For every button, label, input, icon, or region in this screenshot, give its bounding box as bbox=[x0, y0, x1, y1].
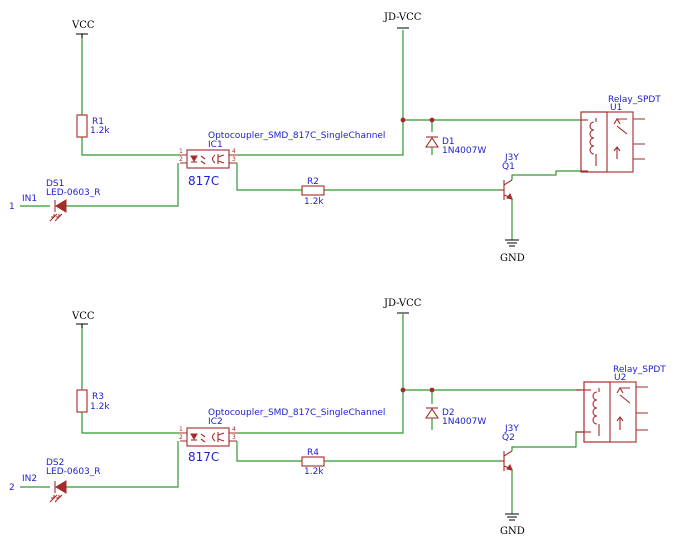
transistor-ref: Q2 bbox=[502, 433, 515, 443]
opto-pin-4: 4 bbox=[232, 426, 236, 433]
gnd-symbol: GND bbox=[500, 513, 525, 537]
port-label: IN2 bbox=[22, 474, 37, 484]
diode-d1: D1 1N4007W bbox=[424, 136, 486, 156]
resistor-r3: R3 1.2k bbox=[76, 389, 110, 413]
junction-dot bbox=[429, 387, 435, 393]
opto-pin-1: 1 bbox=[179, 148, 183, 155]
transistor-q2: J3Y Q2 bbox=[500, 424, 519, 471]
r-base-value: 1.2k bbox=[304, 467, 324, 477]
input-port: 1 IN1 bbox=[9, 194, 37, 212]
r-base-ref: R2 bbox=[307, 177, 319, 187]
opto-name: Optocoupler_SMD_817C_SingleChannel bbox=[208, 408, 385, 418]
led-value: LED-0603_R bbox=[46, 467, 101, 477]
led-ref: DS2 bbox=[46, 458, 64, 468]
r-top-value: 1.2k bbox=[90, 126, 110, 136]
diode-ref: D1 bbox=[442, 137, 455, 147]
opto-pin-4: 4 bbox=[232, 148, 236, 155]
r-top-value: 1.2k bbox=[90, 402, 110, 412]
r-base-value: 1.2k bbox=[304, 197, 324, 207]
vcc-symbol: VCC bbox=[71, 20, 95, 38]
transistor-q1: J3Y Q1 bbox=[500, 153, 519, 200]
r-base-ref: R4 bbox=[307, 448, 319, 458]
resistor-r1: R1 1.2k bbox=[76, 114, 110, 138]
junction-dot bbox=[400, 387, 406, 393]
resistor-r4: R4 1.2k bbox=[301, 448, 325, 477]
opto-pin-3: 3 bbox=[232, 156, 236, 163]
relay-ref: U1 bbox=[610, 103, 622, 113]
jd-vcc-label: JD-VCC bbox=[383, 12, 422, 23]
port-label: IN1 bbox=[22, 194, 37, 204]
opto-pin-2: 2 bbox=[179, 434, 183, 441]
port-number: 1 bbox=[9, 202, 15, 212]
jd-vcc-symbol: JD-VCC bbox=[383, 12, 422, 29]
gnd-label: GND bbox=[500, 526, 525, 537]
port-number: 2 bbox=[9, 483, 15, 493]
optocoupler-ic1: 1 2 3 4 Optocoupler_SMD_817C_SingleChann… bbox=[179, 131, 385, 188]
opto-name: Optocoupler_SMD_817C_SingleChannel bbox=[208, 131, 385, 141]
opto-part: 817C bbox=[188, 174, 219, 188]
relay-ref: U2 bbox=[614, 373, 626, 383]
input-port: 2 IN2 bbox=[9, 474, 37, 493]
jd-vcc-label: JD-VCC bbox=[383, 298, 422, 309]
junction-dot bbox=[400, 117, 406, 123]
resistor-r2: R2 1.2k bbox=[301, 177, 325, 207]
opto-ref: IC1 bbox=[208, 140, 223, 150]
transistor-value: J3Y bbox=[504, 424, 519, 434]
optocoupler-ic2: 1 2 3 4 Optocoupler_SMD_817C_SingleChann… bbox=[179, 408, 385, 464]
diode-d2: D2 1N4007W bbox=[424, 407, 486, 427]
wires bbox=[20, 314, 584, 514]
gnd-symbol: GND bbox=[500, 239, 525, 264]
led-ds1: DS1 LED-0603_R bbox=[46, 179, 101, 222]
channel-1: VCC JD-VCC GND 1 IN1 DS1 LED-0603_R bbox=[9, 12, 661, 264]
r-top-ref: R3 bbox=[92, 392, 104, 402]
diode-value: 1N4007W bbox=[442, 417, 486, 427]
opto-pin-1: 1 bbox=[179, 426, 183, 433]
vcc-symbol: VCC bbox=[71, 311, 95, 328]
opto-pin-2: 2 bbox=[179, 156, 183, 163]
opto-ref: IC2 bbox=[208, 417, 223, 427]
vcc-label: VCC bbox=[71, 311, 95, 322]
led-ref: DS1 bbox=[46, 179, 64, 189]
junction-dot bbox=[429, 117, 435, 123]
channel-2: VCC JD-VCC GND 2 IN2 DS2 LED-0603_R R3 bbox=[9, 298, 666, 537]
wires bbox=[20, 30, 581, 240]
gnd-label: GND bbox=[500, 253, 525, 264]
diode-value: 1N4007W bbox=[442, 146, 486, 156]
transistor-ref: Q1 bbox=[502, 162, 515, 172]
jd-vcc-symbol: JD-VCC bbox=[383, 298, 422, 314]
vcc-label: VCC bbox=[71, 20, 95, 31]
r-top-ref: R1 bbox=[92, 117, 104, 127]
transistor-value: J3Y bbox=[504, 153, 519, 163]
led-value: LED-0603_R bbox=[46, 188, 101, 198]
relay-value: Relay_SPDT bbox=[608, 95, 661, 105]
opto-part: 817C bbox=[188, 450, 219, 464]
relay-value: Relay_SPDT bbox=[613, 365, 666, 375]
relay-u1: Relay_SPDT U1 bbox=[580, 95, 661, 173]
relay-u2: Relay_SPDT U2 bbox=[576, 365, 666, 443]
diode-ref: D2 bbox=[442, 408, 455, 418]
led-ds2: DS2 LED-0603_R bbox=[46, 458, 101, 503]
opto-pin-3: 3 bbox=[232, 434, 236, 441]
